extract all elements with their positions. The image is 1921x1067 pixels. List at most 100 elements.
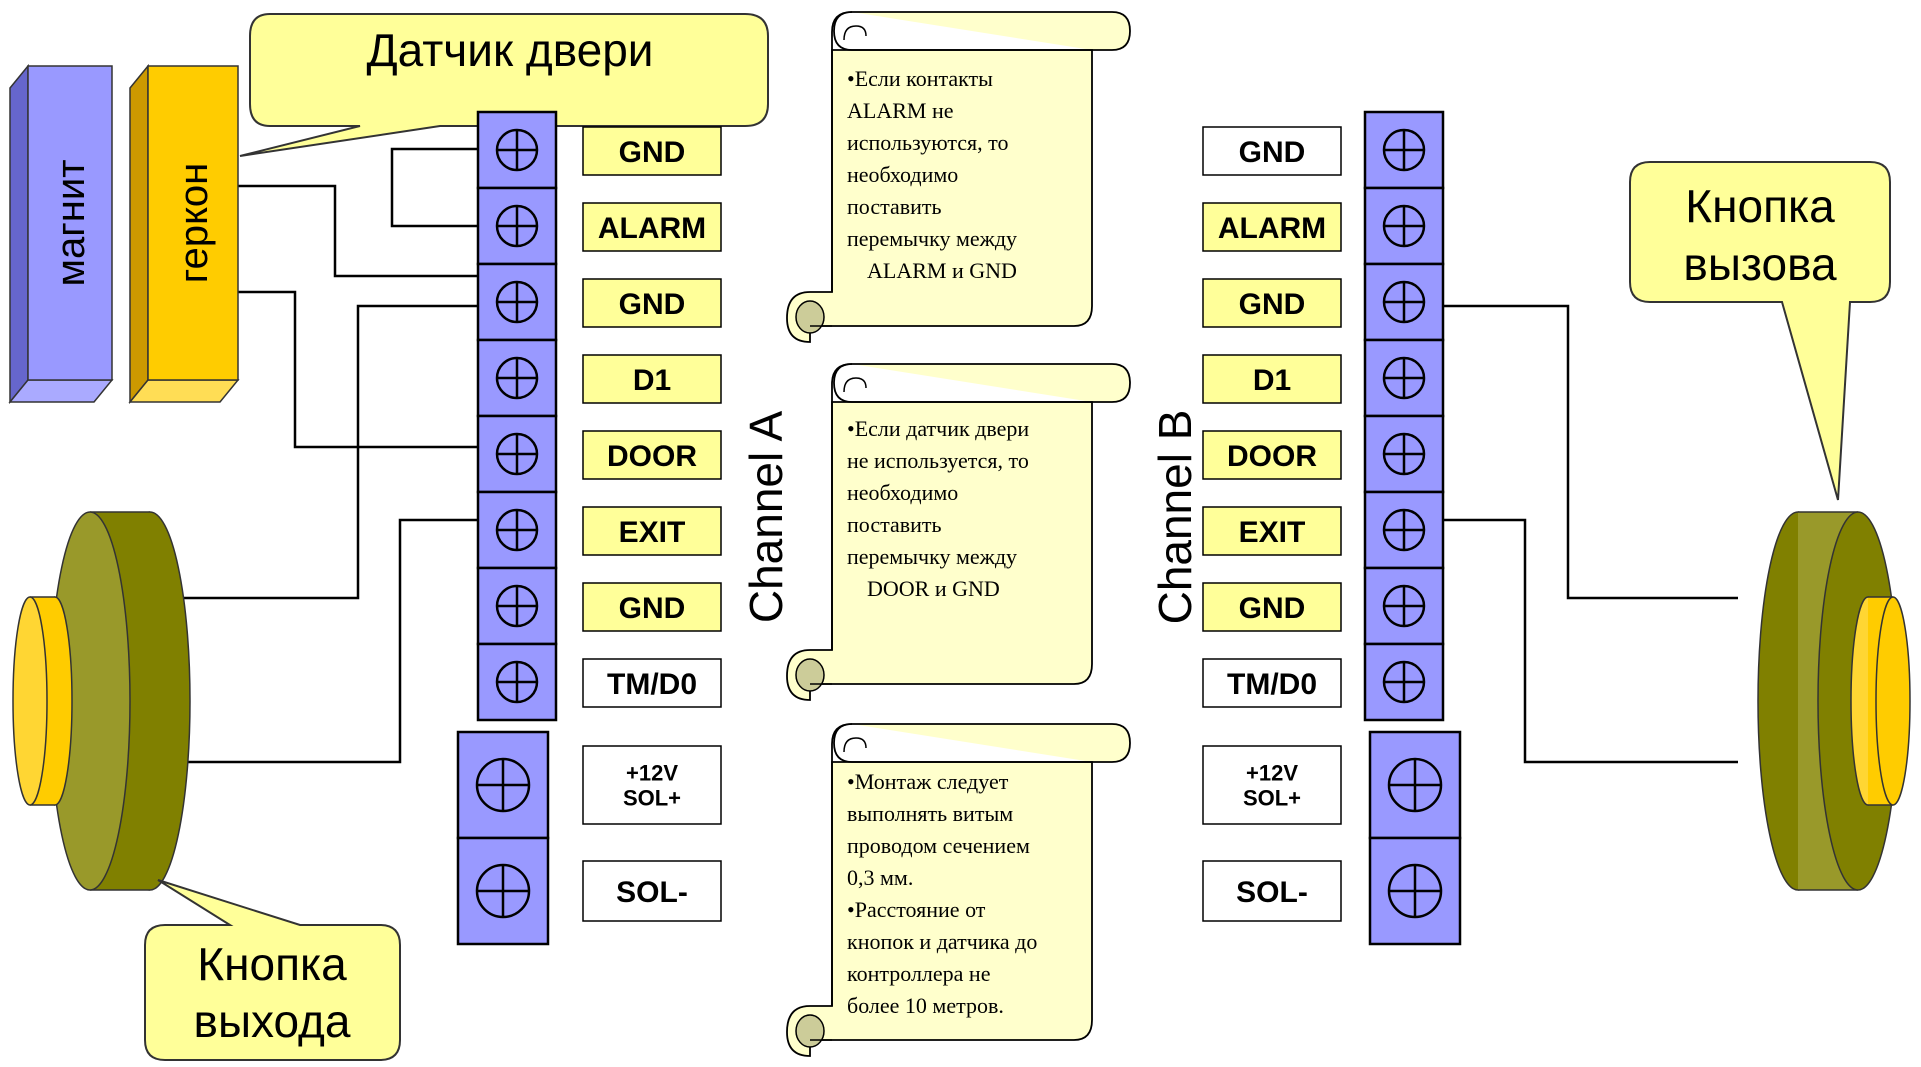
reed-switch-label: геркон xyxy=(172,163,216,284)
channel-a-terminal-4 xyxy=(476,338,558,418)
channel-b-pin-label-8: TM/D0 xyxy=(1202,658,1342,708)
channel-a-labels: GNDALARMGNDD1DOOREXITGNDTM/D0+12VSOL+SOL… xyxy=(582,126,722,922)
channel-a-pin-label-8: TM/D0 xyxy=(582,658,722,708)
channel-b-power-label-2-text: SOL- xyxy=(1236,876,1308,909)
note-line: поставить xyxy=(847,512,942,537)
channel-b-pin-label-7: GND xyxy=(1202,582,1342,632)
channel-b: GNDALARMGNDD1DOOREXITGNDTM/D0+12VSOL+SOL… xyxy=(1149,110,1462,946)
exit-button-callout: Кнопка выхода xyxy=(144,879,401,1061)
call-button xyxy=(1757,511,1911,891)
channel-a-power-label-2-text: SOL- xyxy=(616,876,688,909)
channel-b-power-terminal-2 xyxy=(1368,836,1462,946)
note-scroll-1 xyxy=(786,11,1131,343)
wire-call-exit xyxy=(1420,518,1738,764)
channel-a-pin-label-4-text: D1 xyxy=(633,364,671,397)
channel-b-pin-label-1: GND xyxy=(1202,126,1342,176)
channel-b-pin-label-3: GND xyxy=(1202,278,1342,328)
call-button-callout: Кнопка вызова xyxy=(1629,161,1891,501)
channel-b-terminals xyxy=(1363,110,1462,946)
channel-b-terminal-2 xyxy=(1363,186,1445,266)
call-callout-line2: вызова xyxy=(1683,238,1837,290)
channel-a-terminal-5 xyxy=(476,414,558,494)
note-line: •Монтаж следует xyxy=(847,769,1009,794)
note-scroll-2 xyxy=(786,363,1131,701)
channel-a-terminal-6 xyxy=(476,490,558,570)
channel-b-pin-label-4-text: D1 xyxy=(1253,364,1291,397)
channel-b-pin-label-6: EXIT xyxy=(1202,506,1342,556)
channel-b-pin-label-4: D1 xyxy=(1202,354,1342,404)
channel-a-pin-label-3: GND xyxy=(582,278,722,328)
channel-a-terminal-8 xyxy=(476,642,558,722)
channel-a-power-terminal-1 xyxy=(456,730,550,840)
note-line: не используется, то xyxy=(847,448,1029,473)
note-line: DOOR и GND xyxy=(867,576,1000,601)
channel-b-labels: GNDALARMGNDD1DOOREXITGNDTM/D0+12VSOL+SOL… xyxy=(1202,126,1342,922)
door-sensor-callout: Датчик двери xyxy=(239,13,769,157)
channel-a-pin-label-8-text: TM/D0 xyxy=(607,668,697,701)
wires xyxy=(180,147,1738,764)
exit-callout-line2: выхода xyxy=(194,995,351,1047)
wire-reed-gnd xyxy=(238,184,500,278)
channel-a-pin-label-6-text: EXIT xyxy=(619,516,686,549)
wire-call-gnd xyxy=(1420,304,1738,600)
note-line: необходимо xyxy=(847,480,959,505)
channel-a-pin-label-7: GND xyxy=(582,582,722,632)
channel-a-pin-label-6: EXIT xyxy=(582,506,722,556)
channel-a-terminal-2 xyxy=(476,186,558,266)
note-scrolls xyxy=(786,11,1131,1057)
channel-a-power-label-2: SOL- xyxy=(582,860,722,922)
wire-exit-exit xyxy=(180,518,500,764)
note-line: более 10 метров. xyxy=(847,993,1004,1018)
magnet: магнит xyxy=(8,63,114,405)
channel-a-power-label-1-text: SOL+ xyxy=(623,786,681,811)
note-line: используются, то xyxy=(847,130,1009,155)
call-callout-line1: Кнопка xyxy=(1685,180,1835,232)
channel-a-pin-label-7-text: GND xyxy=(619,592,686,625)
note-door-jumper: •Если датчик двери не используется, то нео… xyxy=(847,413,1029,605)
channel-b-pin-label-8-text: TM/D0 xyxy=(1227,668,1317,701)
channel-b-terminal-5 xyxy=(1363,414,1445,494)
channel-a-pin-label-5: DOOR xyxy=(582,430,722,480)
note-line: перемычку между xyxy=(847,544,1018,569)
note-line: перемычку между xyxy=(847,226,1018,251)
channel-b-title: Channel B xyxy=(1149,410,1201,625)
channel-b-terminal-1 xyxy=(1363,110,1445,190)
reed-switch: геркон xyxy=(128,63,240,405)
note-line: проводом сечением xyxy=(847,833,1030,858)
channel-a-title: Channel A xyxy=(740,411,792,624)
channel-b-terminal-7 xyxy=(1363,566,1445,646)
note-line: поставить xyxy=(847,194,942,219)
note-line: •Расстояние от xyxy=(847,897,986,922)
exit-button xyxy=(12,511,191,891)
channel-a-pin-label-1-text: GND xyxy=(619,136,686,169)
exit-callout-line1: Кнопка xyxy=(197,938,347,990)
channel-a-terminal-7 xyxy=(476,566,558,646)
channel-a-terminal-3 xyxy=(476,262,558,342)
channel-b-pin-label-7-text: GND xyxy=(1239,592,1306,625)
channel-a-terminals xyxy=(456,110,558,946)
channel-b-power-label-1-text: +12V xyxy=(1246,760,1298,785)
channel-a-pin-label-3-text: GND xyxy=(619,288,686,321)
wire-exit-gnd xyxy=(180,304,500,600)
wire-jumper-alarm-gnd xyxy=(390,147,478,228)
channel-a-pin-label-5-text: DOOR xyxy=(607,440,697,473)
channel-a-power-terminal-2 xyxy=(456,836,550,946)
channel-a: GNDALARMGNDD1DOOREXITGNDTM/D0+12VSOL+SOL… xyxy=(456,110,792,946)
note-line: контроллера не xyxy=(847,961,991,986)
door-sensor-callout-text: Датчик двери xyxy=(367,24,654,76)
note-line: ALARM не xyxy=(847,98,954,123)
note-line: •Если датчик двери xyxy=(847,416,1030,441)
magnet-label: магнит xyxy=(49,159,93,286)
channel-b-power-terminal-1 xyxy=(1368,730,1462,840)
channel-a-pin-label-1: GND xyxy=(582,126,722,176)
note-line: •Если контакты xyxy=(847,66,993,91)
note-scroll-3 xyxy=(786,723,1131,1057)
channel-a-pin-label-2-text: ALARM xyxy=(598,212,706,245)
channel-b-pin-label-5-text: DOOR xyxy=(1227,440,1317,473)
note-line: необходимо xyxy=(847,162,959,187)
channel-a-pin-label-2: ALARM xyxy=(582,202,722,252)
channel-a-pin-label-4: D1 xyxy=(582,354,722,404)
channel-b-pin-label-6-text: EXIT xyxy=(1239,516,1306,549)
